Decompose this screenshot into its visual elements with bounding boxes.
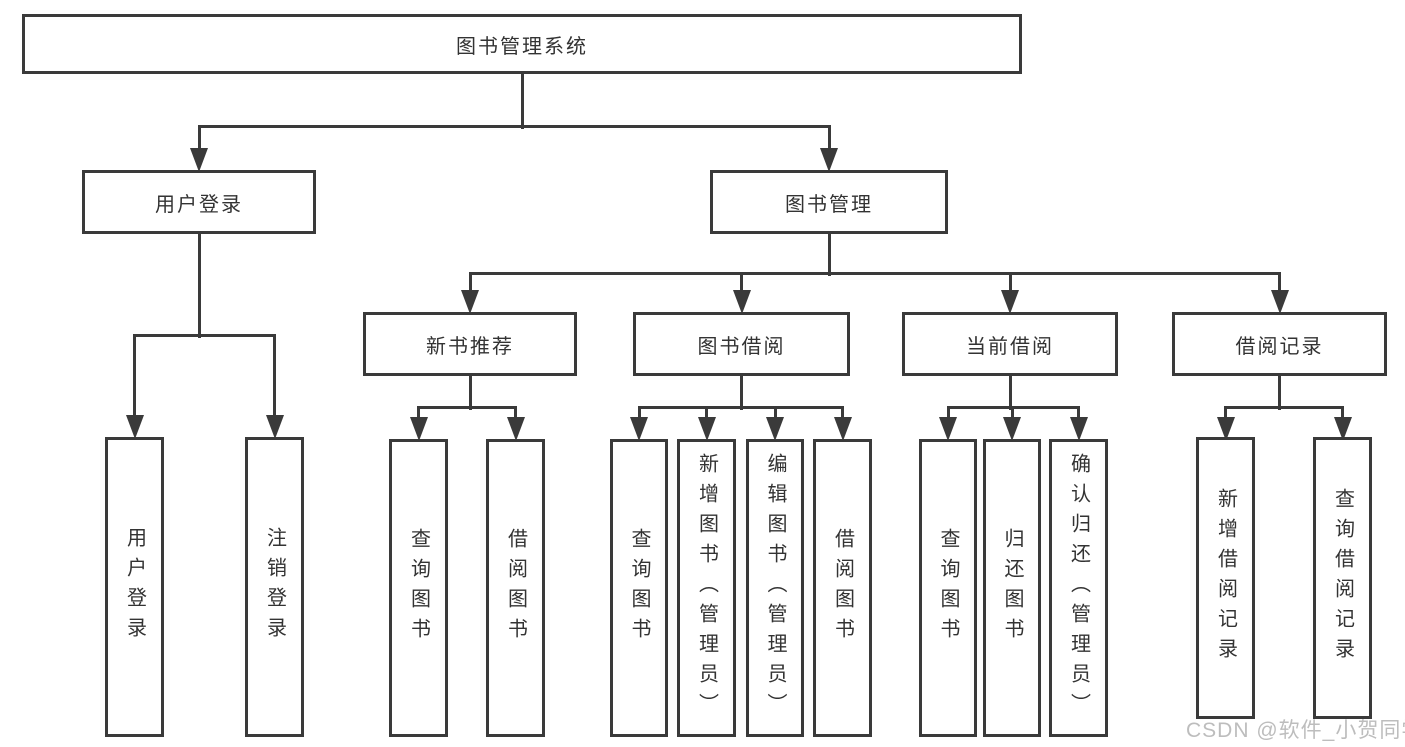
leaf-logout-login: 注销登录 [245, 437, 304, 737]
connector-stem [773, 407, 777, 419]
leaf-add-borrow-record: 新增借阅记录 [1196, 437, 1255, 719]
connector-stem [1278, 273, 1281, 292]
connector-stem [946, 407, 950, 419]
connector-stem [1341, 407, 1344, 419]
connector-stem [197, 126, 201, 150]
connector-stem [740, 273, 743, 292]
leaf-confirm-return-admin: 确认归还（管理员） [1049, 439, 1108, 737]
connector-stem [468, 273, 472, 292]
connector-branch [637, 405, 844, 409]
connector-stem [705, 407, 708, 419]
connector-branch [468, 271, 1281, 275]
arrow-down-icon [732, 290, 751, 314]
arrow-down-icon [1003, 417, 1021, 441]
leaf-query-borrow-record: 查询借阅记录 [1313, 437, 1372, 719]
arrow-down-icon [461, 290, 479, 314]
node-borrowing-records: 借阅记录 [1172, 312, 1387, 376]
connector-stem [1008, 273, 1012, 292]
connector-stem [417, 407, 420, 419]
connector-stem [637, 407, 641, 419]
connector-stem [827, 234, 831, 276]
connector-stem [273, 335, 276, 417]
leaf-borrow-books-borrowing: 借阅图书 [813, 439, 872, 737]
connector-branch [1224, 405, 1344, 409]
arrow-down-icon [1216, 417, 1235, 441]
connector-stem [1077, 407, 1080, 419]
connector-stem [841, 407, 844, 419]
arrow-down-icon [125, 415, 144, 439]
connector-stem [827, 126, 831, 150]
node-current-borrowing: 当前借阅 [902, 312, 1118, 376]
arrow-down-icon [1001, 290, 1019, 314]
connector-stem [1010, 407, 1014, 419]
arrow-down-icon [833, 417, 852, 441]
arrow-down-icon [1270, 290, 1289, 314]
leaf-add-books-admin: 新增图书（管理员） [677, 439, 736, 737]
arrow-down-icon [630, 417, 648, 441]
leaf-user-login: 用户登录 [105, 437, 164, 737]
leaf-query-books-recommend: 查询图书 [389, 439, 448, 737]
leaf-return-books: 归还图书 [983, 439, 1041, 737]
connector-stem [740, 376, 743, 410]
arrow-down-icon [265, 415, 284, 439]
arrow-down-icon [697, 417, 716, 441]
node-book-borrowing: 图书借阅 [633, 312, 850, 376]
arrow-down-icon [409, 417, 428, 441]
connector-stem [1224, 407, 1227, 419]
leaf-query-books-current: 查询图书 [919, 439, 977, 737]
connector-stem [514, 407, 517, 419]
node-user-login: 用户登录 [82, 170, 316, 234]
connector-stem [1008, 376, 1012, 410]
arrow-down-icon [506, 417, 525, 441]
arrow-down-icon [939, 417, 957, 441]
connector-stem [197, 234, 201, 338]
node-book-management: 图书管理 [710, 170, 948, 234]
arrow-down-icon [766, 417, 784, 441]
connector-branch [417, 405, 517, 409]
connector-stem [1278, 376, 1281, 410]
arrow-down-icon [190, 148, 208, 172]
node-library-management-system: 图书管理系统 [22, 14, 1022, 74]
watermark: CSDN @软件_小贺同学 [1186, 719, 1405, 742]
leaf-edit-books-admin: 编辑图书（管理员） [746, 439, 804, 737]
connector-branch [133, 333, 276, 337]
leaf-borrow-books-recommend: 借阅图书 [486, 439, 545, 737]
leaf-query-books-borrowing: 查询图书 [610, 439, 668, 737]
connector-stem [133, 335, 136, 417]
arrow-down-icon [1069, 417, 1088, 441]
arrow-down-icon [820, 148, 838, 172]
node-new-book-recommendation: 新书推荐 [363, 312, 577, 376]
connector-stem [520, 74, 524, 129]
connector-branch [197, 124, 831, 128]
arrow-down-icon [1333, 417, 1352, 441]
connector-stem [468, 376, 472, 410]
